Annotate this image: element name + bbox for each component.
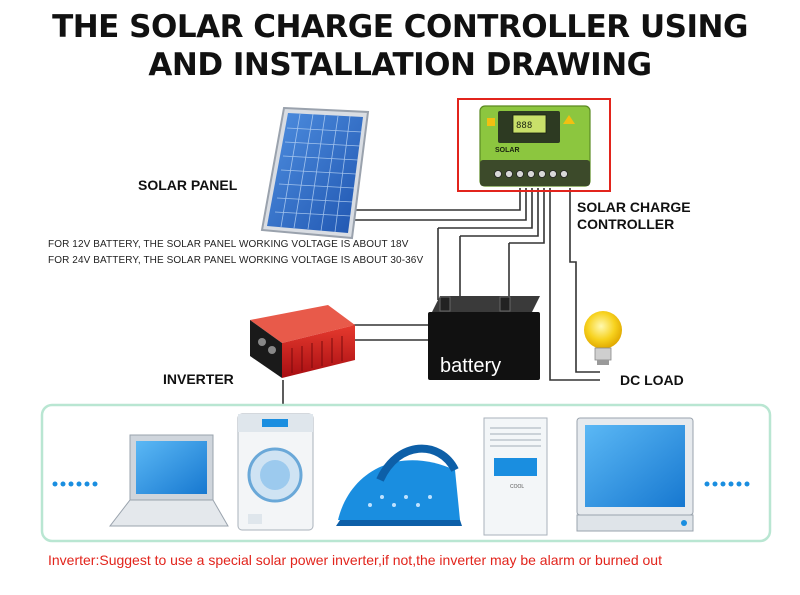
inverter (250, 305, 355, 378)
solar-charge-controller: 888 SOLAR (457, 98, 611, 192)
svg-text:888: 888 (516, 121, 532, 131)
controller-label-line-1: SOLAR CHARGE (577, 199, 691, 215)
solar-panel-label: SOLAR PANEL (138, 177, 238, 193)
controller-button-icon (487, 118, 495, 126)
controller-brand: SOLAR (495, 147, 520, 154)
dots-left-icon (52, 481, 98, 487)
title-line-2: AND INSTALLATION DRAWING (148, 47, 652, 83)
battery-label: battery (440, 355, 501, 377)
iron-icon (336, 444, 462, 526)
inverter-label: INVERTER (163, 371, 234, 387)
wire-battery-b2 (509, 188, 545, 244)
wire-panel-neg (352, 188, 527, 221)
controller-warning-icon (563, 115, 575, 124)
voltage-note-24v: FOR 24V BATTERY, THE SOLAR PANEL WORKING… (48, 255, 424, 266)
wiring (282, 188, 600, 405)
appliance-cool-label: COOL (510, 484, 524, 490)
air-conditioner-icon: COOL (483, 417, 548, 536)
controller-highlight-box (457, 98, 611, 192)
diagram-title: THE SOLAR CHARGE CONTROLLER USING AND IN… (0, 8, 800, 84)
voltage-note-12v: FOR 12V BATTERY, THE SOLAR PANEL WORKING… (48, 239, 409, 250)
washing-machine-icon (237, 413, 314, 531)
laptop-icon (108, 434, 229, 527)
title-line-1: THE SOLAR CHARGE CONTROLLER USING (52, 9, 748, 45)
wire-battery-pos (438, 188, 533, 229)
battery: battery (428, 296, 540, 380)
dc-load-label: DC LOAD (620, 372, 684, 388)
dots-right-icon (704, 481, 750, 487)
tv-icon (576, 417, 694, 532)
controller-label-line-2: CONTROLLER (577, 216, 675, 232)
wire-battery-neg (460, 188, 539, 237)
wire-panel-pos (356, 188, 521, 211)
dc-load-bulb (584, 311, 622, 365)
wire-load-a (549, 188, 600, 381)
inverter-warning: Inverter:Suggest to use a special solar … (48, 552, 662, 568)
wire-load-b (569, 188, 600, 373)
solar-panel (260, 106, 370, 240)
